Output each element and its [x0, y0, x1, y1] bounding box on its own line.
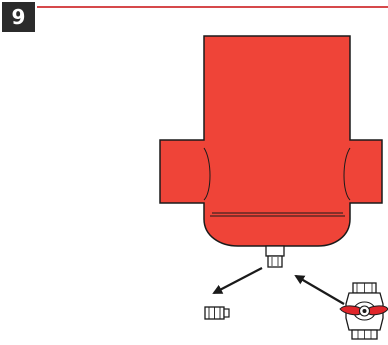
drain-outlet-icon [265, 245, 285, 268]
arrow-to-plug-icon [212, 267, 263, 294]
left-side-port-curve [203, 147, 211, 201]
ball-valve-icon [339, 282, 388, 340]
hex-plug-icon [204, 306, 230, 320]
step-number-badge: 9 [2, 2, 35, 32]
filter-housing-body [159, 35, 383, 247]
arrow-from-valve-icon [294, 274, 345, 305]
header-divider [37, 6, 388, 8]
filter-housing-icon [159, 35, 383, 247]
right-side-port-curve [343, 147, 351, 201]
